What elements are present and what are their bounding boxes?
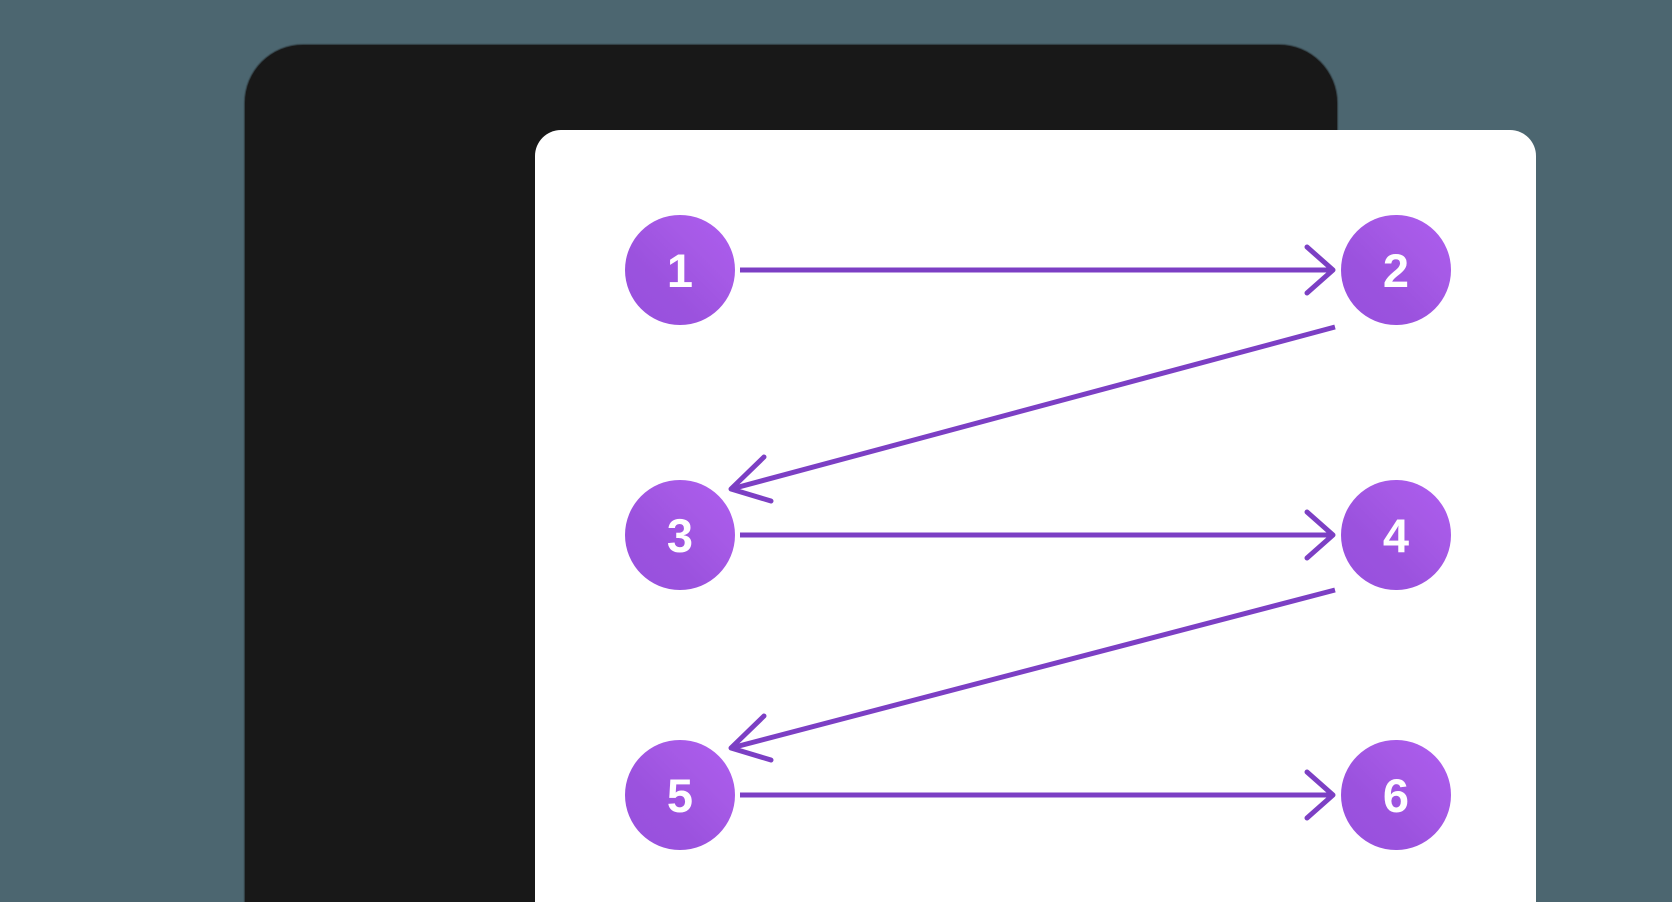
device-screen: 1 2 3 4 5 6 [535, 130, 1536, 902]
graph-node-5[interactable]: 5 [625, 740, 735, 850]
edge-2-to-3 [728, 324, 1336, 504]
graph-node-label: 2 [1382, 243, 1410, 297]
arrowhead-icon [728, 454, 774, 504]
arrowhead-icon [1304, 769, 1336, 821]
graph-node-3[interactable]: 3 [625, 480, 735, 590]
edge-3-to-4 [740, 509, 1336, 561]
diagram-edges-layer [728, 244, 1336, 821]
graph-node-4[interactable]: 4 [1341, 480, 1451, 590]
edge-1-to-2 [740, 244, 1336, 296]
arrowhead-icon [1304, 509, 1336, 561]
edge-5-to-6 [740, 769, 1336, 821]
graph-node-label: 3 [666, 508, 694, 562]
graph-node-6[interactable]: 6 [1341, 740, 1451, 850]
graph-node-label: 6 [1382, 768, 1410, 822]
graph-node-label: 1 [666, 243, 694, 297]
arrowhead-icon [728, 713, 774, 763]
graph-node-1[interactable]: 1 [625, 215, 735, 325]
graph-node-2[interactable]: 2 [1341, 215, 1451, 325]
diagram-canvas: 1 2 3 4 5 6 [535, 130, 1536, 902]
arrowhead-icon [1304, 244, 1336, 296]
graph-node-label: 4 [1382, 508, 1410, 562]
device-bezel: 1 2 3 4 5 6 [245, 45, 1536, 902]
graph-node-label: 5 [666, 768, 694, 822]
edge-4-to-5 [728, 587, 1336, 763]
